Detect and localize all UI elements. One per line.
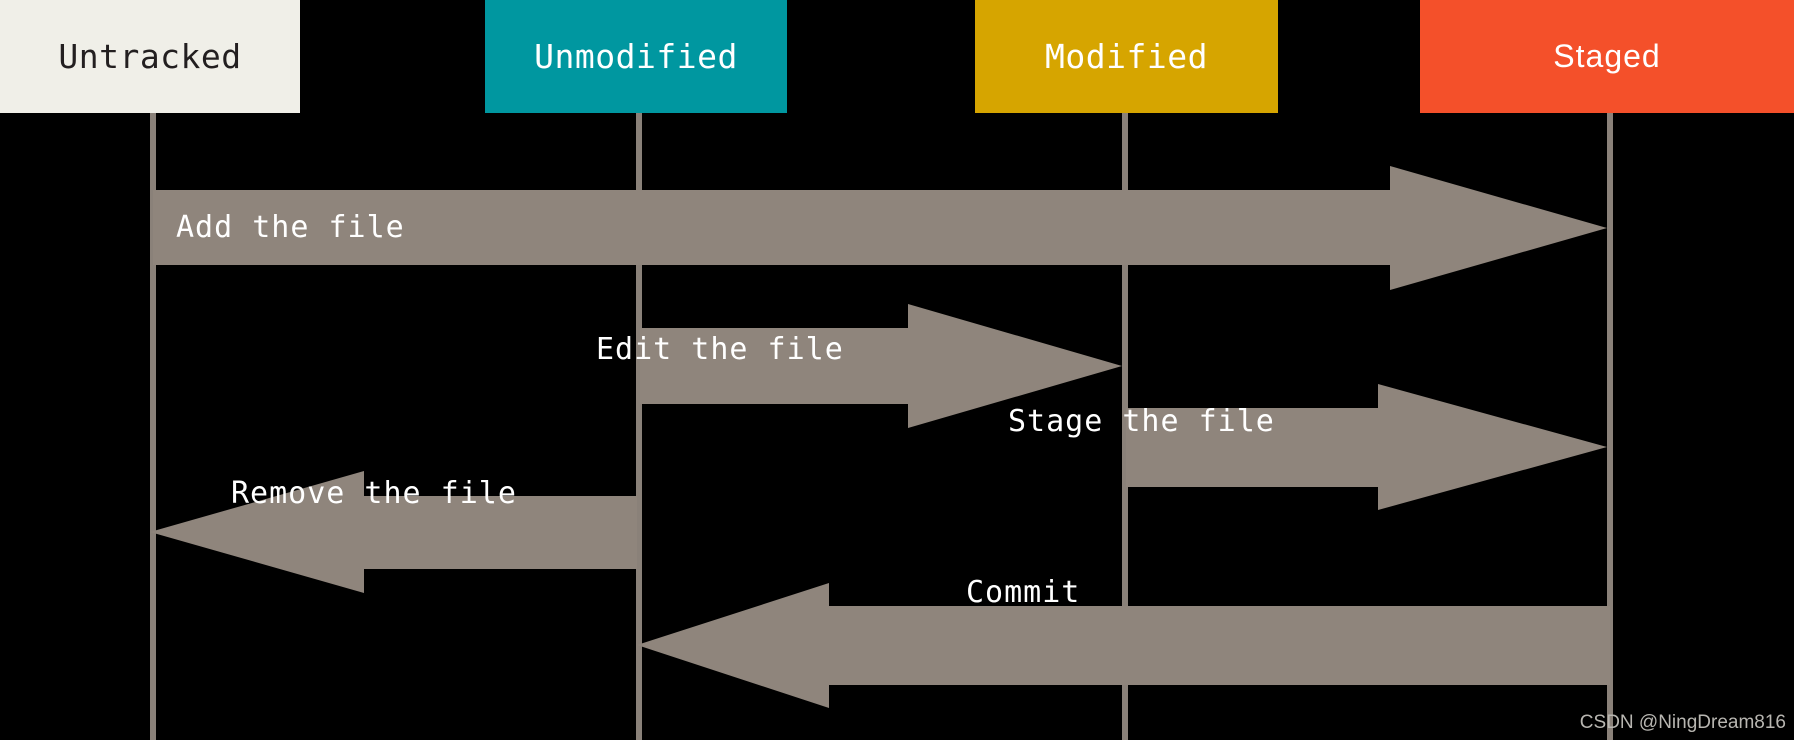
lifeline-untracked bbox=[150, 113, 156, 740]
arrow-label-remove-the-file: Remove the file bbox=[231, 476, 517, 511]
lifeline-unmodified bbox=[636, 113, 642, 740]
state-label-staged: Staged bbox=[1553, 38, 1661, 74]
state-box-staged[interactable]: Staged bbox=[1420, 0, 1794, 113]
arrow-stage-the-file bbox=[1126, 384, 1607, 510]
arrow-label-add-the-file: Add the file bbox=[176, 210, 405, 245]
state-label-unmodified: Unmodified bbox=[534, 37, 738, 76]
lifeline-modified bbox=[1122, 113, 1128, 740]
arrow-label-edit-the-file: Edit the file bbox=[596, 332, 844, 367]
watermark: CSDN @NingDream816 bbox=[1579, 712, 1786, 733]
state-box-untracked[interactable]: Untracked bbox=[0, 0, 300, 113]
state-label-untracked: Untracked bbox=[58, 37, 242, 76]
state-box-unmodified[interactable]: Unmodified bbox=[485, 0, 787, 113]
arrow-label-commit: Commit bbox=[966, 575, 1081, 610]
state-box-modified[interactable]: Modified bbox=[975, 0, 1278, 113]
state-label-modified: Modified bbox=[1045, 37, 1208, 76]
lifeline-staged bbox=[1607, 113, 1613, 740]
arrow-label-stage-the-file: Stage the file bbox=[1008, 404, 1275, 439]
